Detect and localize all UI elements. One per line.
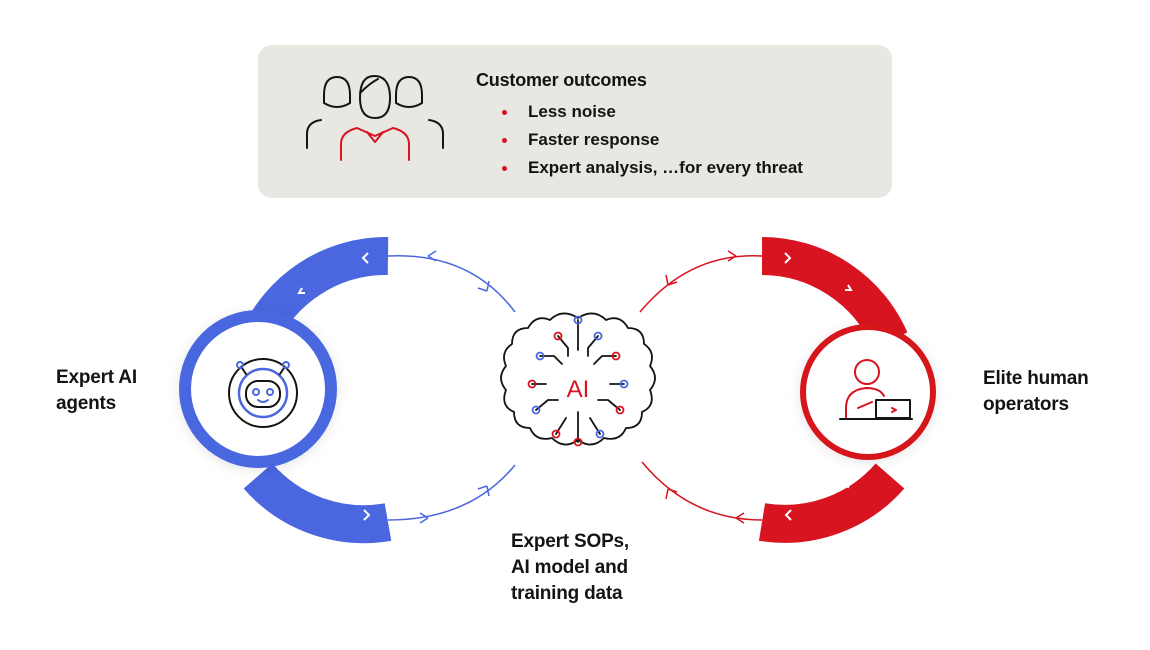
right-upper-flow-line (639, 255, 763, 313)
right-loop (639, 237, 936, 543)
person-laptop-icon (839, 359, 913, 420)
customers-group-icon (306, 75, 444, 161)
right-node-label: Elite human operators (983, 368, 1089, 415)
bullet-icon (502, 110, 507, 115)
right-lower-flow-line (641, 461, 763, 521)
outcome-item: Faster response (498, 126, 803, 154)
ai-brain-label: AI (567, 376, 590, 403)
chevron-icon (361, 252, 369, 264)
arrow-icon (477, 485, 490, 497)
robot-icon (228, 358, 298, 428)
arrow-icon (727, 250, 737, 262)
outcomes-title: Customer outcomes (476, 70, 647, 90)
ai-brain-icon (500, 312, 656, 447)
chevron-icon (843, 481, 852, 489)
chevron-icon (845, 284, 853, 291)
arrow-icon (665, 488, 678, 500)
bullet-icon (502, 138, 507, 143)
customer-outcomes-panel (258, 45, 892, 198)
arrow-icon (477, 280, 490, 292)
arrow-icon (427, 250, 437, 262)
arrow-icon (419, 512, 429, 524)
left-lower-flow-line (387, 464, 516, 521)
bullet-icon (502, 166, 507, 171)
chevron-icon (298, 481, 307, 489)
left-upper-flow-line (387, 255, 516, 313)
center-node-label: Expert SOPs, AI model and training data (511, 531, 629, 604)
chevron-icon (784, 252, 792, 264)
outcome-item: Less noise (498, 98, 803, 126)
chevron-icon (363, 509, 371, 521)
left-node-label: Expert AI agents (56, 367, 137, 414)
chevron-icon (784, 509, 792, 521)
chevron-icon (297, 287, 305, 294)
outcomes-list: Less noise Faster response Expert analys… (498, 98, 803, 182)
outcome-item: Expert analysis, …for every threat (498, 154, 803, 182)
left-loop (179, 236, 516, 544)
arrow-icon (735, 512, 745, 524)
center-node-background (496, 307, 660, 471)
arrow-icon (665, 274, 678, 286)
right-node-circle (800, 324, 936, 460)
